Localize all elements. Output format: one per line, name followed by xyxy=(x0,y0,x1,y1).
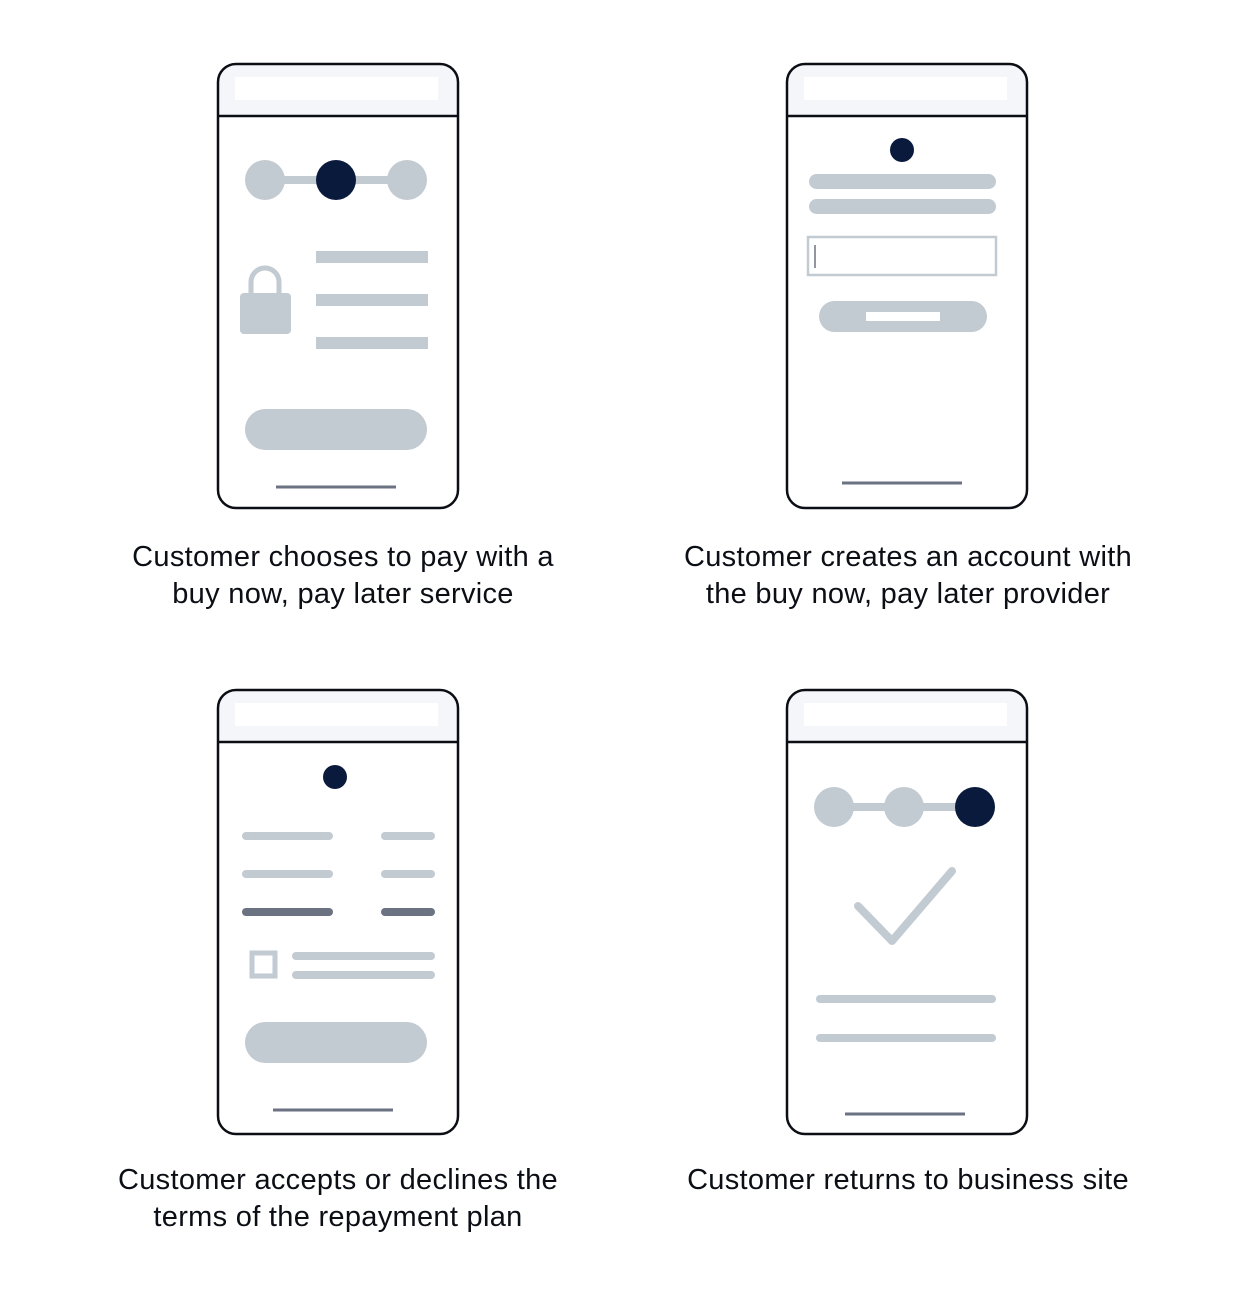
button-icon xyxy=(819,301,987,332)
checkmark-icon xyxy=(854,867,956,945)
text-line xyxy=(809,174,996,189)
terms-table xyxy=(242,832,435,916)
step-1: Customer chooses to pay with a buy now, … xyxy=(108,62,578,622)
phone-mockup xyxy=(216,62,460,510)
progress-stepper-icon xyxy=(245,160,427,200)
checkbox-icon xyxy=(249,950,278,979)
text-line xyxy=(316,294,428,306)
text-input-icon xyxy=(806,235,998,277)
step-caption: Customer creates an account with the buy… xyxy=(683,541,1133,610)
phone-mockup xyxy=(785,62,1029,510)
browser-address-bar xyxy=(804,77,1007,100)
progress-stepper-icon xyxy=(814,787,995,827)
avatar-dot-icon xyxy=(323,765,347,789)
text-line xyxy=(809,199,996,214)
button-icon xyxy=(245,409,427,450)
step-caption: Customer accepts or declines the terms o… xyxy=(118,1164,558,1233)
text-line xyxy=(316,337,428,349)
text-line xyxy=(316,251,428,263)
step-caption: Customer returns to business site xyxy=(687,1164,1129,1196)
browser-address-bar xyxy=(235,77,438,100)
button-icon xyxy=(245,1022,427,1063)
step-2: Customer creates an account with the buy… xyxy=(658,62,1158,622)
step-caption: Customer chooses to pay with a buy now, … xyxy=(132,541,554,610)
step-4: Customer returns to business site xyxy=(658,688,1158,1248)
phone-mockup xyxy=(785,688,1029,1136)
confirmation-text xyxy=(816,995,996,1042)
browser-address-bar xyxy=(235,703,438,726)
phone-mockup xyxy=(216,688,460,1136)
step-3: Customer accepts or declines the terms o… xyxy=(88,688,588,1248)
lock-icon xyxy=(240,265,291,334)
consent-text xyxy=(292,952,435,979)
avatar-dot-icon xyxy=(890,138,914,162)
browser-address-bar xyxy=(804,703,1007,726)
